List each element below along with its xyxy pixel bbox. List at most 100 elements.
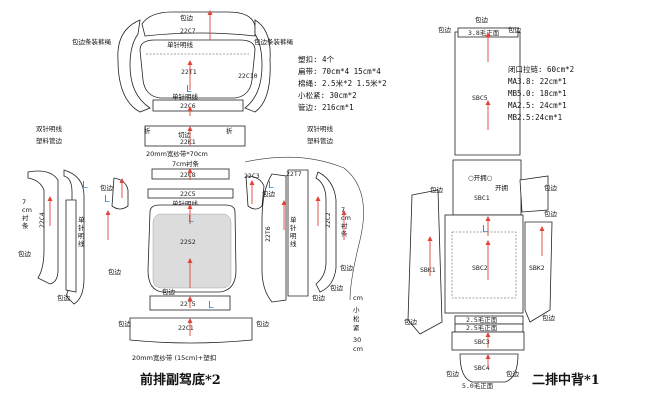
piece-SBC4 (459, 353, 519, 383)
label-baobian-r-b1: 包边 (446, 369, 460, 378)
piece-22C5 (147, 188, 234, 199)
label-baobian-r-tr: 包边 (508, 25, 522, 34)
note-right-0: 闭口拉链: 60cm*2 (508, 64, 574, 74)
label-baobian-r-tl: 包边 (438, 25, 452, 34)
label-chentiao-right: 7 (341, 206, 345, 214)
code-22C3: 22C3 (244, 172, 260, 180)
guide-line (244, 156, 364, 301)
code-SBC4: SBC4 (474, 364, 490, 372)
grain-arrow (485, 32, 491, 62)
label-xiaosongjin: cm (353, 294, 363, 302)
code-22S2: 22S2 (180, 238, 196, 246)
label-baobian-l3: 包边 (108, 267, 122, 276)
note-right-1: MA3.8: 22cm*1 (508, 77, 567, 86)
grain-arrow (485, 240, 491, 280)
grain-arrow (187, 258, 193, 288)
label-chentiao-right-4: 条 (341, 229, 348, 238)
label-baobian-top: 包边 (180, 13, 194, 22)
grain-arrow (47, 196, 53, 226)
note-left-4: 管边: 216cm*1 (298, 102, 354, 112)
label-baobian-r4: 包边 (330, 283, 344, 292)
piece-22C1 (129, 317, 253, 344)
code-SBK2: SBK2 (529, 264, 545, 272)
label-chentiao-left-3: 衬 (22, 213, 29, 222)
code-22C1: 22C1 (178, 324, 194, 332)
title-right: 二排中背*1 (532, 372, 600, 388)
label-baobian-r1: 包边 (312, 293, 326, 302)
label-danzhen-v-left-3: 明 (78, 232, 85, 240)
piece-SBC1 (452, 159, 522, 216)
piece-SBK1 (407, 189, 443, 335)
piece-SBC2-inner (451, 231, 517, 299)
piece-22C6 (152, 99, 244, 112)
grain-arrow (207, 10, 213, 40)
notes-left: 塑扣: 4个 扁带: 70cm*4 15cm*4 棉绳: 2.5米*2 1.5米… (298, 54, 387, 112)
label-zhengmian-50: 5.0毛正面 (462, 381, 494, 390)
piece-22T1 (139, 39, 256, 99)
label-danzhen-v-left-2: 针 (78, 223, 85, 232)
code-22C10: 22C10 (238, 72, 258, 80)
grain-arrow (119, 178, 125, 198)
label-zhengmian-25a: 2.5毛正面 (466, 315, 498, 324)
grain-arrow (539, 226, 545, 256)
label-chentiao-left-2: cm (22, 206, 32, 214)
grain-arrow (187, 318, 193, 336)
label-baobian-r-b2: 包边 (506, 369, 520, 378)
label-danzhen-v-left: 单 (78, 215, 85, 224)
label-xiaosongjin-2: 小 (353, 305, 360, 314)
code-22T1: 22T1 (181, 68, 197, 76)
code-22C7: 22C7 (180, 27, 196, 35)
l-marker: L (82, 180, 88, 191)
grain-arrow (485, 216, 491, 236)
grain-arrow (187, 296, 193, 308)
piece-left-small (111, 177, 129, 210)
label-baobian-r2: 包边 (340, 263, 354, 272)
code-22C2: 22C2 (324, 212, 332, 228)
piece-22T7 (287, 169, 309, 297)
label-zhengmian-25b: 2.5毛正面 (466, 323, 498, 332)
label-shuangzhen-left-1: 双针明线 (36, 124, 63, 133)
grain-arrow (187, 60, 193, 90)
l-marker: L (482, 224, 488, 235)
label-chentiao-right-3: 衬 (341, 221, 348, 230)
grain-arrow (485, 354, 491, 368)
code-SBC1: SBC1 (474, 194, 490, 202)
note-right-3: MA2.5: 24cm*1 (508, 101, 567, 110)
code-SBK1: SBK1 (420, 266, 436, 274)
grain-arrow (105, 210, 111, 240)
title-left: 前排副驾底*2 (140, 372, 221, 388)
code-22T6: 22T6 (264, 226, 272, 242)
label-shuangzhen-right-1: 双针明线 (307, 124, 334, 133)
grain-arrow (187, 204, 193, 224)
label-baobian-l2: 包边 (57, 293, 71, 302)
label-baobian-mid: 包边 (162, 287, 176, 296)
label-baobian-r-r1: 包边 (544, 183, 558, 192)
label-shuangzhen-right-2: 塑料管边 (307, 136, 334, 145)
label-qiebian: 切边 (178, 131, 192, 139)
code-SBC3: SBC3 (474, 338, 490, 346)
note-left-3: 小松紧: 30cm*2 (298, 90, 357, 100)
label-xiaosongjin-6: cm (353, 345, 363, 353)
left-pattern-group: 22C7 包边 22T1 单针明线 单针明线 22C10 22C6 切边 22K… (18, 11, 387, 388)
label-baobian-bl: 包边 (118, 319, 132, 328)
l-marker: L (268, 180, 274, 191)
label-chentiao-left: 7 (22, 198, 26, 206)
piece-22C7 (141, 11, 256, 37)
label-baobiantiao-right: 包边条装裤绳 (254, 37, 294, 46)
label-xiaosongjin-4: 紧 (353, 323, 360, 332)
note-right-2: MB5.0: 18cm*1 (508, 89, 567, 98)
right-pattern-group: 3.8毛正面 SBC5 包边 包边 包边 SBC1 ○开拥○ 开拥 SBC2 S… (404, 15, 600, 390)
label-baobian-r3: 包边 (262, 189, 276, 198)
code-22C4: 22C4 (38, 212, 46, 228)
label-baobian-r-r2: 包边 (544, 209, 558, 218)
label-shazhaidai-70: 20mm宽纱带*70cm (146, 149, 208, 158)
piece-22C10-outer-right (244, 19, 271, 113)
label-baobian-r-l2: 包边 (404, 317, 418, 326)
piece-SBK2 (524, 221, 553, 323)
label-danzhen-v-right-4: 线 (290, 239, 297, 248)
piece-22T6 (261, 173, 287, 303)
grain-arrow (485, 332, 491, 348)
code-22T7: 22T7 (286, 170, 302, 178)
